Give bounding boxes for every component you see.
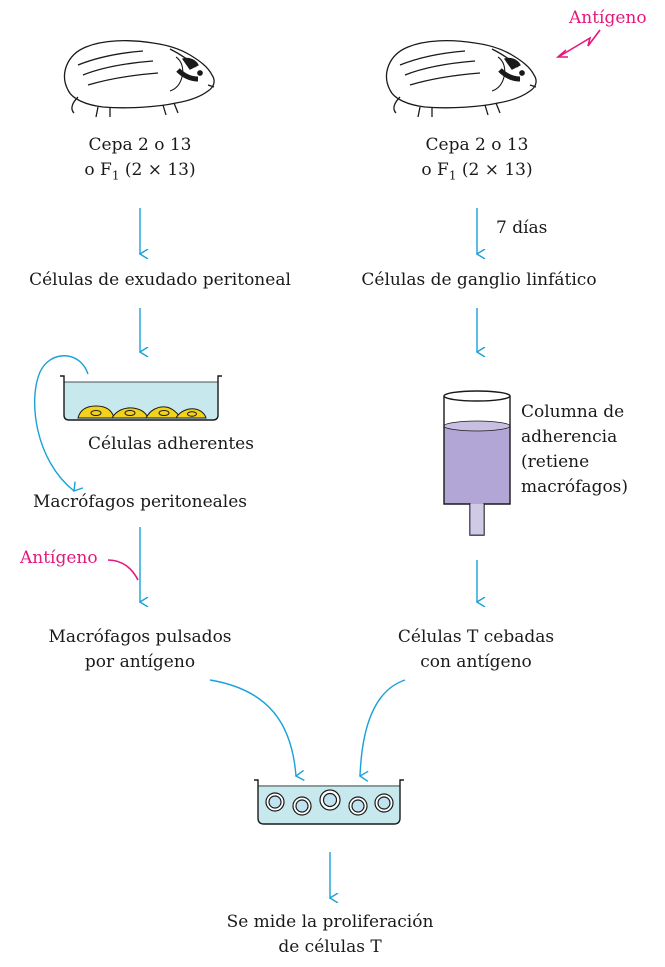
pulsed-macrophages-line2: por antígeno — [84, 652, 196, 672]
final-culture-dish — [254, 779, 404, 825]
right-strain-subscript: 1 — [448, 168, 457, 183]
result-line1: Se mide la proliferación — [226, 912, 434, 932]
t-cells — [265, 789, 394, 816]
left-strain-suffix: (2 × 13) — [119, 160, 196, 180]
right-strain-line1: Cepa 2 o 13 — [425, 135, 529, 155]
primed-tcells-line2: con antígeno — [420, 652, 532, 672]
column-label-line2: adherencia — [521, 427, 618, 447]
days-label: 7 días — [496, 218, 548, 238]
right-strain-line2: o F1 (2 × 13) — [421, 158, 532, 187]
right-antigen-label: Antígeno — [569, 8, 647, 28]
arrow-dish-to-macrophages — [34, 355, 89, 493]
adherence-column — [443, 390, 511, 536]
left-antigen-label: Antígeno — [20, 548, 98, 568]
antigen-pulse-arrow — [107, 559, 139, 581]
left-strain-subscript: 1 — [111, 168, 120, 183]
peritoneal-macrophages-label: Macrófagos peritoneales — [32, 492, 248, 512]
lymph-node-cells-label: Células de ganglio linfático — [361, 270, 597, 290]
peritoneal-cells-label: Células de exudado peritoneal — [29, 270, 291, 290]
column-label-line3: (retiene — [521, 452, 590, 472]
adherent-cells-label: Células adherentes — [88, 434, 254, 454]
antigen-injection-arrow — [559, 29, 601, 57]
right-strain-prefix: o F — [421, 160, 449, 180]
column-label-line1: Columna de — [521, 402, 625, 422]
arrow-macrophages-to-dish — [209, 679, 305, 781]
left-strain-line2: o F1 (2 × 13) — [84, 158, 195, 187]
result-line2: de células T — [278, 937, 382, 957]
left-strain-prefix: o F — [84, 160, 112, 180]
column-label-line4: macrófagos) — [521, 477, 629, 497]
guinea-pig-left-icon — [63, 40, 215, 118]
arrow-tcells-to-dish — [358, 679, 406, 782]
antigen-injection-arrowhead — [555, 49, 568, 58]
primed-tcells-line1: Células T cebadas — [397, 627, 555, 647]
left-strain-line1: Cepa 2 o 13 — [88, 135, 192, 155]
macrophage-cells — [77, 405, 207, 419]
adherent-cells-dish — [60, 375, 222, 421]
guinea-pig-right-icon — [385, 40, 537, 118]
right-strain-suffix: (2 × 13) — [456, 160, 533, 180]
pulsed-macrophages-line1: Macrófagos pulsados — [48, 627, 232, 647]
